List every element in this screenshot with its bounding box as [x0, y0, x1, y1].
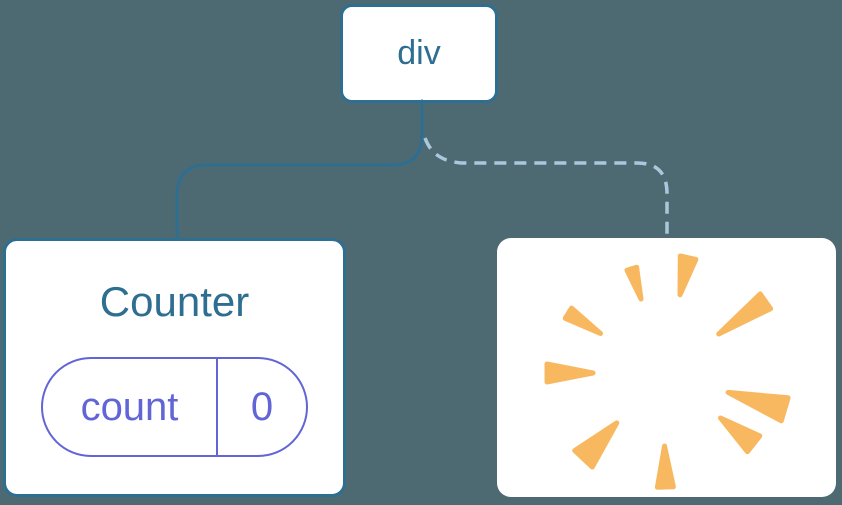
- solid-connector-line: [175, 99, 424, 241]
- tree-node-div: div: [340, 4, 498, 103]
- dashed-connector-line: [423, 137, 669, 237]
- state-key-label: count: [43, 359, 218, 456]
- tree-node-counter: Counter count 0: [3, 238, 346, 497]
- div-node-label: div: [397, 34, 441, 72]
- state-value-label: 0: [250, 384, 274, 429]
- tree-node-removed: [497, 238, 836, 497]
- state-pill: count 0: [41, 357, 308, 458]
- counter-title: Counter: [99, 278, 250, 325]
